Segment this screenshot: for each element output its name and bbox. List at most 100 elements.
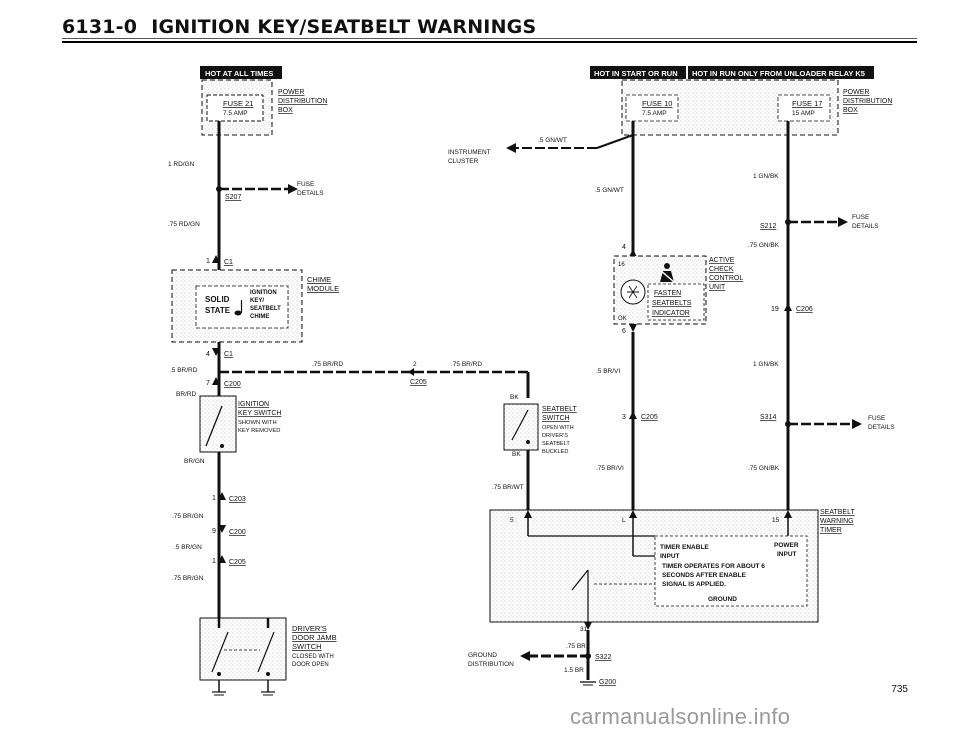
section-code: 6131-0 bbox=[62, 16, 138, 38]
svg-text:INSTRUMENT: INSTRUMENT bbox=[448, 149, 491, 156]
svg-text:.5 BR/RD: .5 BR/RD bbox=[170, 367, 198, 374]
svg-text:DISTRIBUTION: DISTRIBUTION bbox=[278, 98, 327, 105]
svg-text:31: 31 bbox=[580, 626, 588, 633]
svg-text:HOT IN START OR RUN: HOT IN START OR RUN bbox=[594, 69, 678, 78]
svg-text:.75 GN/BK: .75 GN/BK bbox=[748, 465, 780, 472]
svg-text:L: L bbox=[622, 517, 626, 524]
splice-s207: S207 bbox=[225, 194, 241, 201]
svg-text:STATE: STATE bbox=[205, 306, 231, 315]
svg-text:POWER: POWER bbox=[843, 89, 869, 96]
title-rule bbox=[62, 41, 917, 43]
svg-text:C205: C205 bbox=[641, 414, 658, 421]
power-distribution-box-right: FUSE 10 7.5 AMP FUSE 17 15 AMP POWER DIS… bbox=[621, 79, 892, 136]
svg-text:INDICATOR: INDICATOR bbox=[652, 310, 690, 317]
svg-text:C206: C206 bbox=[796, 306, 813, 313]
svg-text:.75 BR/GN: .75 BR/GN bbox=[172, 513, 204, 520]
svg-text:CLUSTER: CLUSTER bbox=[448, 158, 479, 165]
svg-text:FUSE: FUSE bbox=[868, 415, 886, 422]
svg-text:SEATBELT: SEATBELT bbox=[542, 441, 570, 447]
svg-text:DOOR OPEN: DOOR OPEN bbox=[292, 662, 329, 668]
svg-text:OK: OK bbox=[618, 316, 627, 322]
svg-text:BOX: BOX bbox=[843, 107, 858, 114]
svg-text:4: 4 bbox=[622, 244, 626, 251]
page-number: 735 bbox=[891, 684, 908, 695]
svg-text:BK: BK bbox=[512, 451, 521, 458]
svg-text:DISTRIBUTION: DISTRIBUTION bbox=[843, 98, 892, 105]
svg-text:FUSE: FUSE bbox=[852, 214, 870, 221]
svg-text:.75 BR/GN: .75 BR/GN bbox=[172, 575, 204, 582]
watermark: carmanualsonline.info bbox=[570, 704, 791, 729]
svg-text:.75 GN/BK: .75 GN/BK bbox=[748, 242, 780, 249]
svg-text:9: 9 bbox=[212, 528, 216, 535]
svg-text:1 GN/BK: 1 GN/BK bbox=[753, 173, 779, 180]
svg-text:15 AMP: 15 AMP bbox=[792, 110, 815, 117]
svg-text:3: 3 bbox=[622, 414, 626, 421]
svg-text:1.5 BR: 1.5 BR bbox=[564, 667, 584, 674]
svg-text:HOT AT ALL TIMES: HOT AT ALL TIMES bbox=[205, 69, 273, 78]
svg-text:TIMER: TIMER bbox=[820, 527, 842, 534]
svg-text:SOLID: SOLID bbox=[205, 295, 230, 304]
svg-text:HOT IN RUN ONLY FROM UNLOADER: HOT IN RUN ONLY FROM UNLOADER RELAY K5 bbox=[692, 69, 865, 78]
svg-text:.75 BR/RD: .75 BR/RD bbox=[451, 361, 482, 368]
svg-text:15: 15 bbox=[772, 517, 780, 524]
svg-text:BUCKLED: BUCKLED bbox=[542, 449, 568, 455]
connector-c1-bottom: C1 bbox=[224, 351, 233, 358]
svg-text:SEATBELT: SEATBELT bbox=[820, 509, 855, 516]
svg-text:KEY REMOVED: KEY REMOVED bbox=[238, 428, 280, 434]
svg-text:SIGNAL IS APPLIED.: SIGNAL IS APPLIED. bbox=[662, 581, 726, 588]
svg-text:WARNING: WARNING bbox=[820, 518, 854, 525]
svg-text:IGNITION: IGNITION bbox=[238, 401, 269, 408]
svg-text:BR/RD: BR/RD bbox=[176, 391, 197, 398]
badge-hot-at-all-times: HOT AT ALL TIMES bbox=[200, 66, 282, 79]
music-note-icon bbox=[234, 300, 243, 316]
svg-text:1 GN/BK: 1 GN/BK bbox=[753, 361, 779, 368]
svg-text:G200: G200 bbox=[599, 679, 616, 686]
title-rule-thin bbox=[62, 38, 917, 39]
svg-text:.75 BR/RD: .75 BR/RD bbox=[312, 361, 343, 368]
svg-text:MODULE: MODULE bbox=[307, 284, 339, 293]
svg-text:UNIT: UNIT bbox=[709, 284, 726, 291]
svg-text:CONTROL: CONTROL bbox=[709, 275, 743, 282]
svg-text:2: 2 bbox=[413, 361, 417, 368]
svg-text:OPEN WITH: OPEN WITH bbox=[542, 425, 574, 431]
svg-text:POWER: POWER bbox=[774, 542, 799, 549]
svg-text:.75 BR: .75 BR bbox=[566, 643, 586, 650]
svg-text:BR/GN: BR/GN bbox=[184, 458, 205, 465]
svg-text:.5 GN/WT: .5 GN/WT bbox=[595, 187, 624, 194]
svg-text:DRIVER'S: DRIVER'S bbox=[542, 433, 568, 439]
svg-text:INPUT: INPUT bbox=[660, 553, 680, 560]
svg-text:POWER: POWER bbox=[278, 89, 304, 96]
svg-text:GROUND: GROUND bbox=[708, 596, 737, 603]
svg-text:S212: S212 bbox=[760, 223, 776, 230]
svg-text:7: 7 bbox=[206, 380, 210, 387]
svg-text:S314: S314 bbox=[760, 414, 776, 421]
svg-text:19: 19 bbox=[771, 306, 779, 313]
fuse21-label: FUSE 21 bbox=[223, 99, 253, 108]
svg-text:CHIME: CHIME bbox=[307, 275, 331, 284]
ignition-key-switch: IGNITION KEY SWITCH SHOWN WITH KEY REMOV… bbox=[199, 395, 281, 453]
svg-text:SEATBELTS: SEATBELTS bbox=[652, 300, 692, 307]
svg-text:1: 1 bbox=[206, 258, 210, 265]
svg-text:DETAILS: DETAILS bbox=[852, 223, 879, 230]
svg-text:DRIVER'S: DRIVER'S bbox=[292, 624, 327, 633]
seatbelt-switch: SEATBELT SWITCH OPEN WITH DRIVER'S SEATB… bbox=[503, 403, 577, 455]
wire-1-rdgn: 1 RD/GN bbox=[168, 161, 195, 168]
svg-text:GROUND: GROUND bbox=[468, 652, 497, 659]
svg-text:C203: C203 bbox=[229, 496, 246, 503]
svg-text:INPUT: INPUT bbox=[777, 551, 797, 558]
active-check-control-unit: 16 FASTEN SEATBELTS INDICATOR OK ACTIVE … bbox=[613, 255, 743, 325]
svg-text:SECONDS AFTER ENABLE: SECONDS AFTER ENABLE bbox=[662, 572, 747, 579]
chime-module: SOLID STATE IGNITION KEY/ SEATBELT CHIME… bbox=[171, 269, 339, 343]
svg-text:BK: BK bbox=[510, 394, 519, 401]
svg-text:CLOSED WITH: CLOSED WITH bbox=[292, 654, 334, 660]
seatbelt-icon bbox=[659, 263, 675, 283]
svg-text:C200: C200 bbox=[229, 529, 246, 536]
svg-text:SWITCH: SWITCH bbox=[292, 642, 322, 651]
connector-c205-mid: C205 bbox=[410, 379, 427, 386]
svg-text:CHIME: CHIME bbox=[250, 314, 269, 320]
svg-text:DISTRIBUTION: DISTRIBUTION bbox=[468, 661, 514, 668]
svg-text:SWITCH: SWITCH bbox=[542, 415, 570, 422]
svg-text:SEATBELT: SEATBELT bbox=[250, 306, 281, 312]
